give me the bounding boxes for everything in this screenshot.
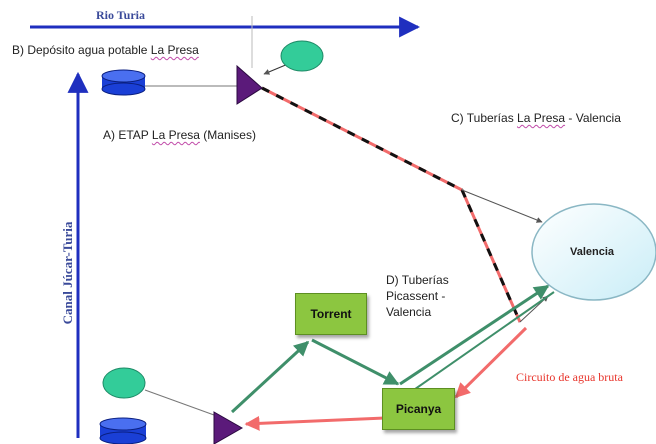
etap-bottom-triangle-icon (213, 411, 244, 444)
green-arrow-picanya-to-valencia-1 (399, 284, 550, 386)
picanya-box: Picanya (382, 388, 455, 430)
deposito-tank-icon (101, 69, 146, 96)
connector-node-to-etap (263, 63, 289, 75)
circuito-label: Circuito de agua bruta (516, 370, 623, 384)
tuberias-d-label: D) Tuberías Picassent - Valencia (386, 272, 449, 320)
torrent-label: Torrent (310, 307, 352, 321)
valencia-label: Valencia (570, 246, 615, 258)
tuberias-d-line1: D) Tuberías (386, 273, 449, 287)
tuberias-c-prefix: C) Tuberías (451, 111, 518, 125)
tuberias-c-label: C) Tuberías La Presa - Valencia (451, 111, 621, 125)
deposito-label-prefix: B) Depósito agua potable (12, 43, 151, 57)
green-arrow-etap-to-torrent (230, 340, 310, 414)
rio-turia-label: Rio Turia (96, 8, 146, 22)
deposito-label-place: La Presa (150, 43, 199, 57)
torrent-box: Torrent (295, 293, 367, 335)
tuberias-c-suffix: - Valencia (565, 111, 621, 125)
red-arrow-picanya-to-etap (244, 415, 385, 431)
etap-label-place: La Presa (151, 128, 200, 142)
etap-la-presa-triangle-icon (236, 64, 263, 105)
deposito-label: B) Depósito agua potable La Presa (12, 43, 199, 57)
pipe-la-presa-upper-dash (261, 86, 463, 192)
tuberias-d-line3: Valencia (386, 305, 432, 319)
valencia-node (531, 203, 656, 301)
etap-label-suffix: (Manises) (199, 128, 256, 142)
etap-label: A) ETAP La Presa (Manises) (103, 128, 256, 142)
bottom-green-node (102, 367, 146, 399)
etap-label-prefix: A) ETAP (103, 128, 152, 142)
bottom-tank-icon (99, 417, 147, 444)
tuberias-c-place: La Presa (517, 111, 566, 125)
bottom-node-connector (144, 389, 215, 416)
red-arrow-valencia-to-picanya (454, 326, 528, 399)
green-arrow-torrent-to-picanya (311, 338, 400, 386)
pipe-la-presa-lower-red (460, 189, 522, 323)
green-arrow-picanya-to-valencia-2 (407, 291, 555, 395)
picanya-label: Picanya (395, 402, 442, 416)
canal-label: Canal Júcar-Turia (60, 221, 75, 325)
la-presa-green-node (280, 40, 324, 72)
tuberias-d-line2: Picassent - (386, 289, 446, 303)
gray-arrow-to-valencia-top (461, 189, 543, 223)
